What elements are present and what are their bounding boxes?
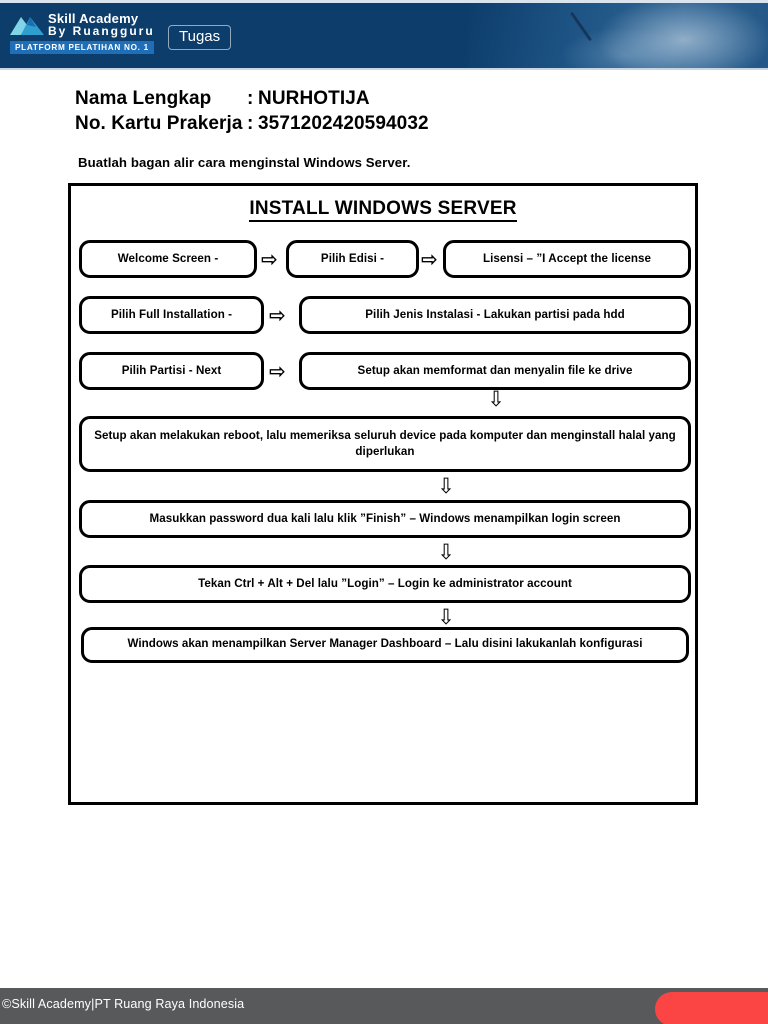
flow-node-ctrl-alt-del: Tekan Ctrl + Alt + Del lalu ”Login” – Lo…	[79, 565, 691, 603]
footer-copyright: ©Skill Academy|PT Ruang Raya Indonesia	[2, 997, 245, 1011]
flow-node-jenis-instalasi: Pilih Jenis Instalasi - Lakukan partisi …	[299, 296, 691, 334]
skill-academy-logo-mark-icon	[10, 17, 44, 35]
arrow-right-icon-2: ⇨	[421, 247, 438, 271]
header-top-line	[0, 0, 768, 3]
flow-node-format-salin: Setup akan memformat dan menyalin file k…	[299, 352, 691, 390]
footer-accent-pill	[655, 992, 768, 1024]
brand-logo-text: Skill Academy By Ruangguru	[48, 12, 155, 38]
arrow-down-icon-2: ⇩	[437, 474, 455, 498]
flowchart-frame: INSTALL WINDOWS SERVER Welcome Screen - …	[68, 183, 698, 805]
task-instruction: Buatlah bagan alir cara menginstal Windo…	[78, 155, 411, 170]
brand-line-2: By Ruangguru	[48, 24, 155, 38]
arrow-down-icon-4: ⇩	[437, 605, 455, 629]
header-bottom-line	[0, 68, 768, 70]
card-separator: :	[247, 113, 254, 134]
flowchart-title: INSTALL WINDOWS SERVER	[71, 198, 695, 222]
arrow-right-icon-4: ⇨	[269, 359, 286, 383]
flow-node-pilih-partisi: Pilih Partisi - Next	[79, 352, 264, 390]
brand-logo[interactable]: Skill Academy By Ruangguru PLATFORM PELA…	[10, 12, 160, 58]
identity-block: Nama Lengkap : NURHOTIJA No. Kartu Prake…	[75, 86, 695, 136]
flow-node-password-finish: Masukkan password dua kali lalu klik ”Fi…	[79, 500, 691, 538]
arrow-right-icon-3: ⇨	[269, 303, 286, 327]
name-value: NURHOTIJA	[258, 88, 370, 109]
app-header: Skill Academy By Ruangguru PLATFORM PELA…	[0, 0, 768, 70]
arrow-right-icon-1: ⇨	[261, 247, 278, 271]
tugas-button[interactable]: Tugas	[168, 25, 232, 50]
flow-node-welcome-screen: Welcome Screen -	[79, 240, 257, 278]
page-footer: ©Skill Academy|PT Ruang Raya Indonesia	[0, 988, 768, 1024]
brand-tagline: PLATFORM PELATIHAN NO. 1	[10, 41, 154, 54]
name-separator: :	[247, 88, 254, 109]
brand-line-1: Skill Academy	[48, 11, 139, 26]
arrow-down-icon-3: ⇩	[437, 540, 455, 564]
flowchart-title-text: INSTALL WINDOWS SERVER	[249, 198, 517, 222]
header-photo-fade	[358, 3, 468, 70]
header-photo-hand-writing-icon	[468, 3, 768, 70]
flow-node-lisensi: Lisensi – ”I Accept the license	[443, 240, 691, 278]
flow-node-server-manager-dashboard: Windows akan menampilkan Server Manager …	[81, 627, 689, 663]
arrow-down-icon-1: ⇩	[487, 387, 505, 411]
identity-row-card: No. Kartu Prakerja : 3571202420594032	[75, 111, 695, 136]
flow-node-pilih-edisi: Pilih Edisi -	[286, 240, 419, 278]
flow-node-full-installation: Pilih Full Installation -	[79, 296, 264, 334]
card-value: 3571202420594032	[258, 113, 429, 134]
flow-node-reboot-check: Setup akan melakukan reboot, lalu memeri…	[79, 416, 691, 472]
identity-row-name: Nama Lengkap : NURHOTIJA	[75, 86, 695, 111]
pen-icon	[570, 11, 592, 42]
name-label: Nama Lengkap	[75, 88, 212, 109]
card-label: No. Kartu Prakerja	[75, 113, 243, 134]
